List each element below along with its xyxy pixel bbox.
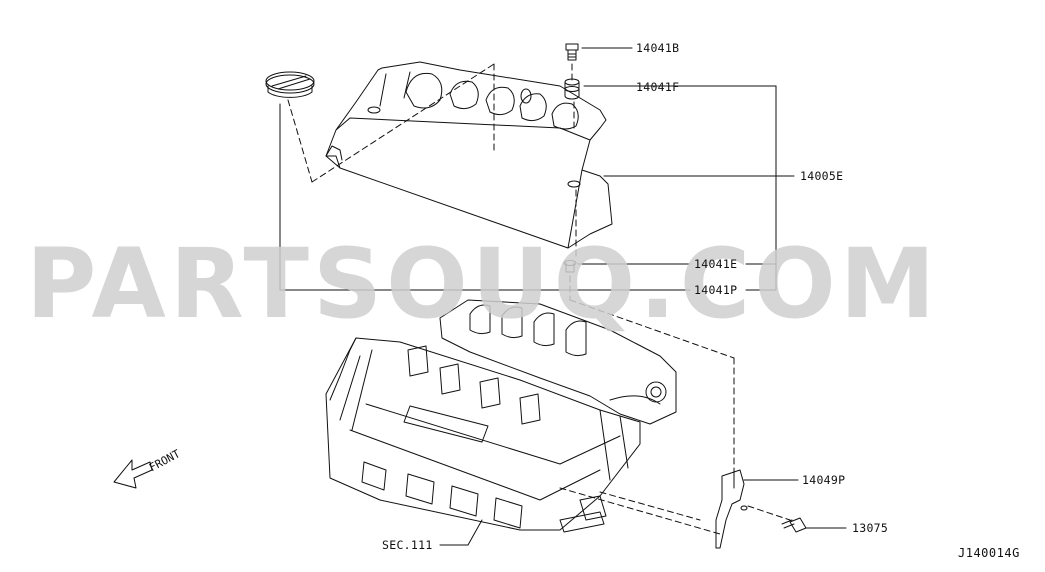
engine-assembly-icon[interactable]: [325, 299, 677, 533]
callout-14041b[interactable]: 14041B: [636, 41, 680, 55]
callout-14041p[interactable]: 14041P: [694, 283, 738, 297]
engine-cover-icon[interactable]: [325, 61, 613, 249]
grommet-icon[interactable]: [564, 78, 580, 100]
leader-lines: [279, 47, 847, 546]
bolt-icon[interactable]: [565, 43, 579, 61]
bolt-icon[interactable]: [781, 517, 807, 533]
callout-13075[interactable]: 13075: [852, 521, 889, 535]
assembly-dashes: [287, 63, 791, 535]
callout-14005e[interactable]: 14005E: [800, 169, 844, 183]
front-arrow-icon: [113, 459, 153, 489]
section-ref-link[interactable]: SEC.111: [382, 538, 433, 552]
callout-14041e[interactable]: 14041E: [694, 257, 738, 271]
oil-filler-cap-icon[interactable]: [265, 71, 315, 98]
diagram-id: J140014G: [958, 546, 1020, 560]
bolt-icon[interactable]: [563, 260, 577, 273]
callout-14041f[interactable]: 14041F: [636, 80, 680, 94]
callout-14049p[interactable]: 14049P: [802, 473, 846, 487]
bracket-icon[interactable]: [715, 469, 748, 549]
